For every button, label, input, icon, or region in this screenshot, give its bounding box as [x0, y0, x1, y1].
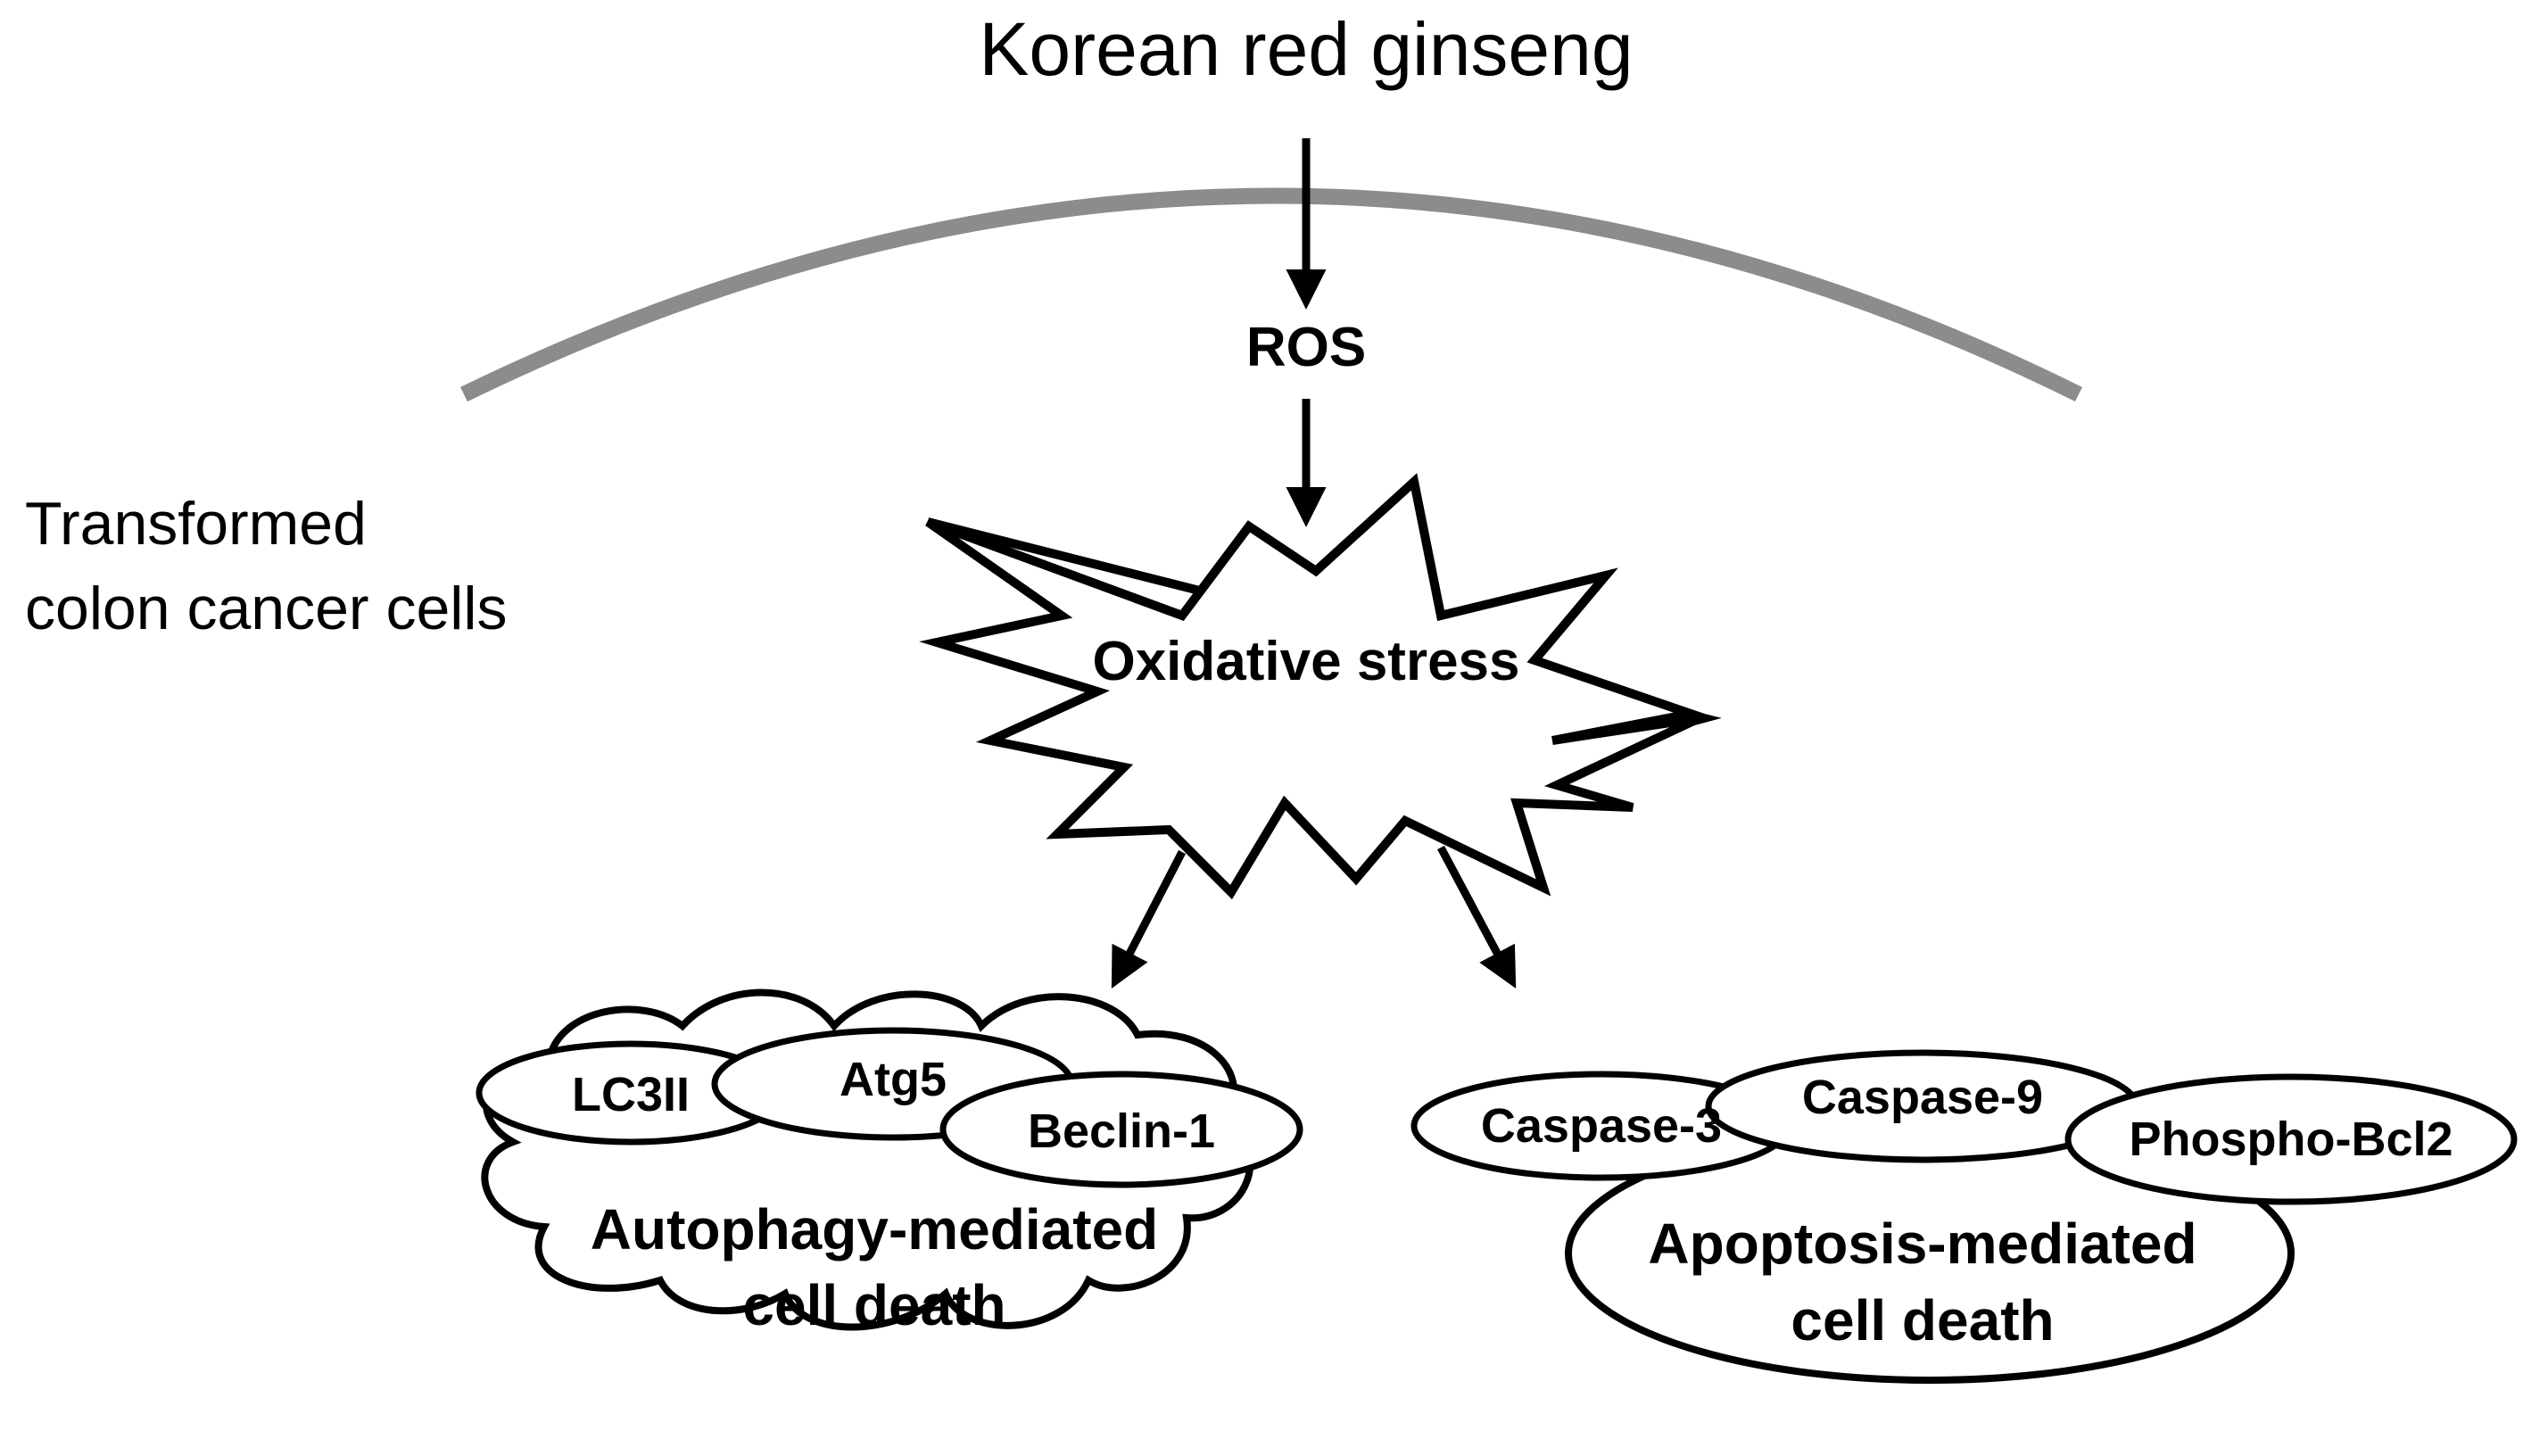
beclin1-label: Beclin-1 — [1028, 1104, 1215, 1158]
caspase3-label: Caspase-3 — [1481, 1099, 1722, 1153]
autophagy-outcome-line1: Autophagy-mediated — [591, 1197, 1158, 1262]
cell-label-line2: colon cancer cells — [25, 575, 507, 642]
phospho-bcl2-marker-ellipse — [2064, 1073, 2518, 1205]
oxidative-stress-label: Oxidative stress — [1092, 631, 1519, 692]
apoptosis-outcome-line2: cell death — [1791, 1288, 2054, 1353]
beclin1-marker-ellipse — [939, 1071, 1303, 1188]
lc3ii-label: LC3II — [572, 1068, 690, 1121]
title-text: Korean red ginseng — [979, 7, 1633, 91]
cell-membrane — [460, 187, 2083, 402]
apoptosis-outcome-line1: Apoptosis-mediated — [1648, 1212, 2196, 1276]
arrow-stress-to-apoptosis — [1437, 845, 1517, 989]
atg5-label: Atg5 — [840, 1053, 947, 1106]
cell-label-line1: Transformed — [25, 490, 367, 558]
caspase9-label: Caspase-9 — [1802, 1071, 2043, 1124]
autophagy-outcome-line2: cell death — [742, 1273, 1005, 1337]
phospho-bcl2-label: Phospho-Bcl2 — [2129, 1113, 2453, 1166]
ros-label: ROS — [1246, 317, 1366, 378]
arrow-stress-to-autophagy — [1111, 849, 1186, 989]
oxidative-stress-star-outline-visible — [919, 473, 1708, 900]
